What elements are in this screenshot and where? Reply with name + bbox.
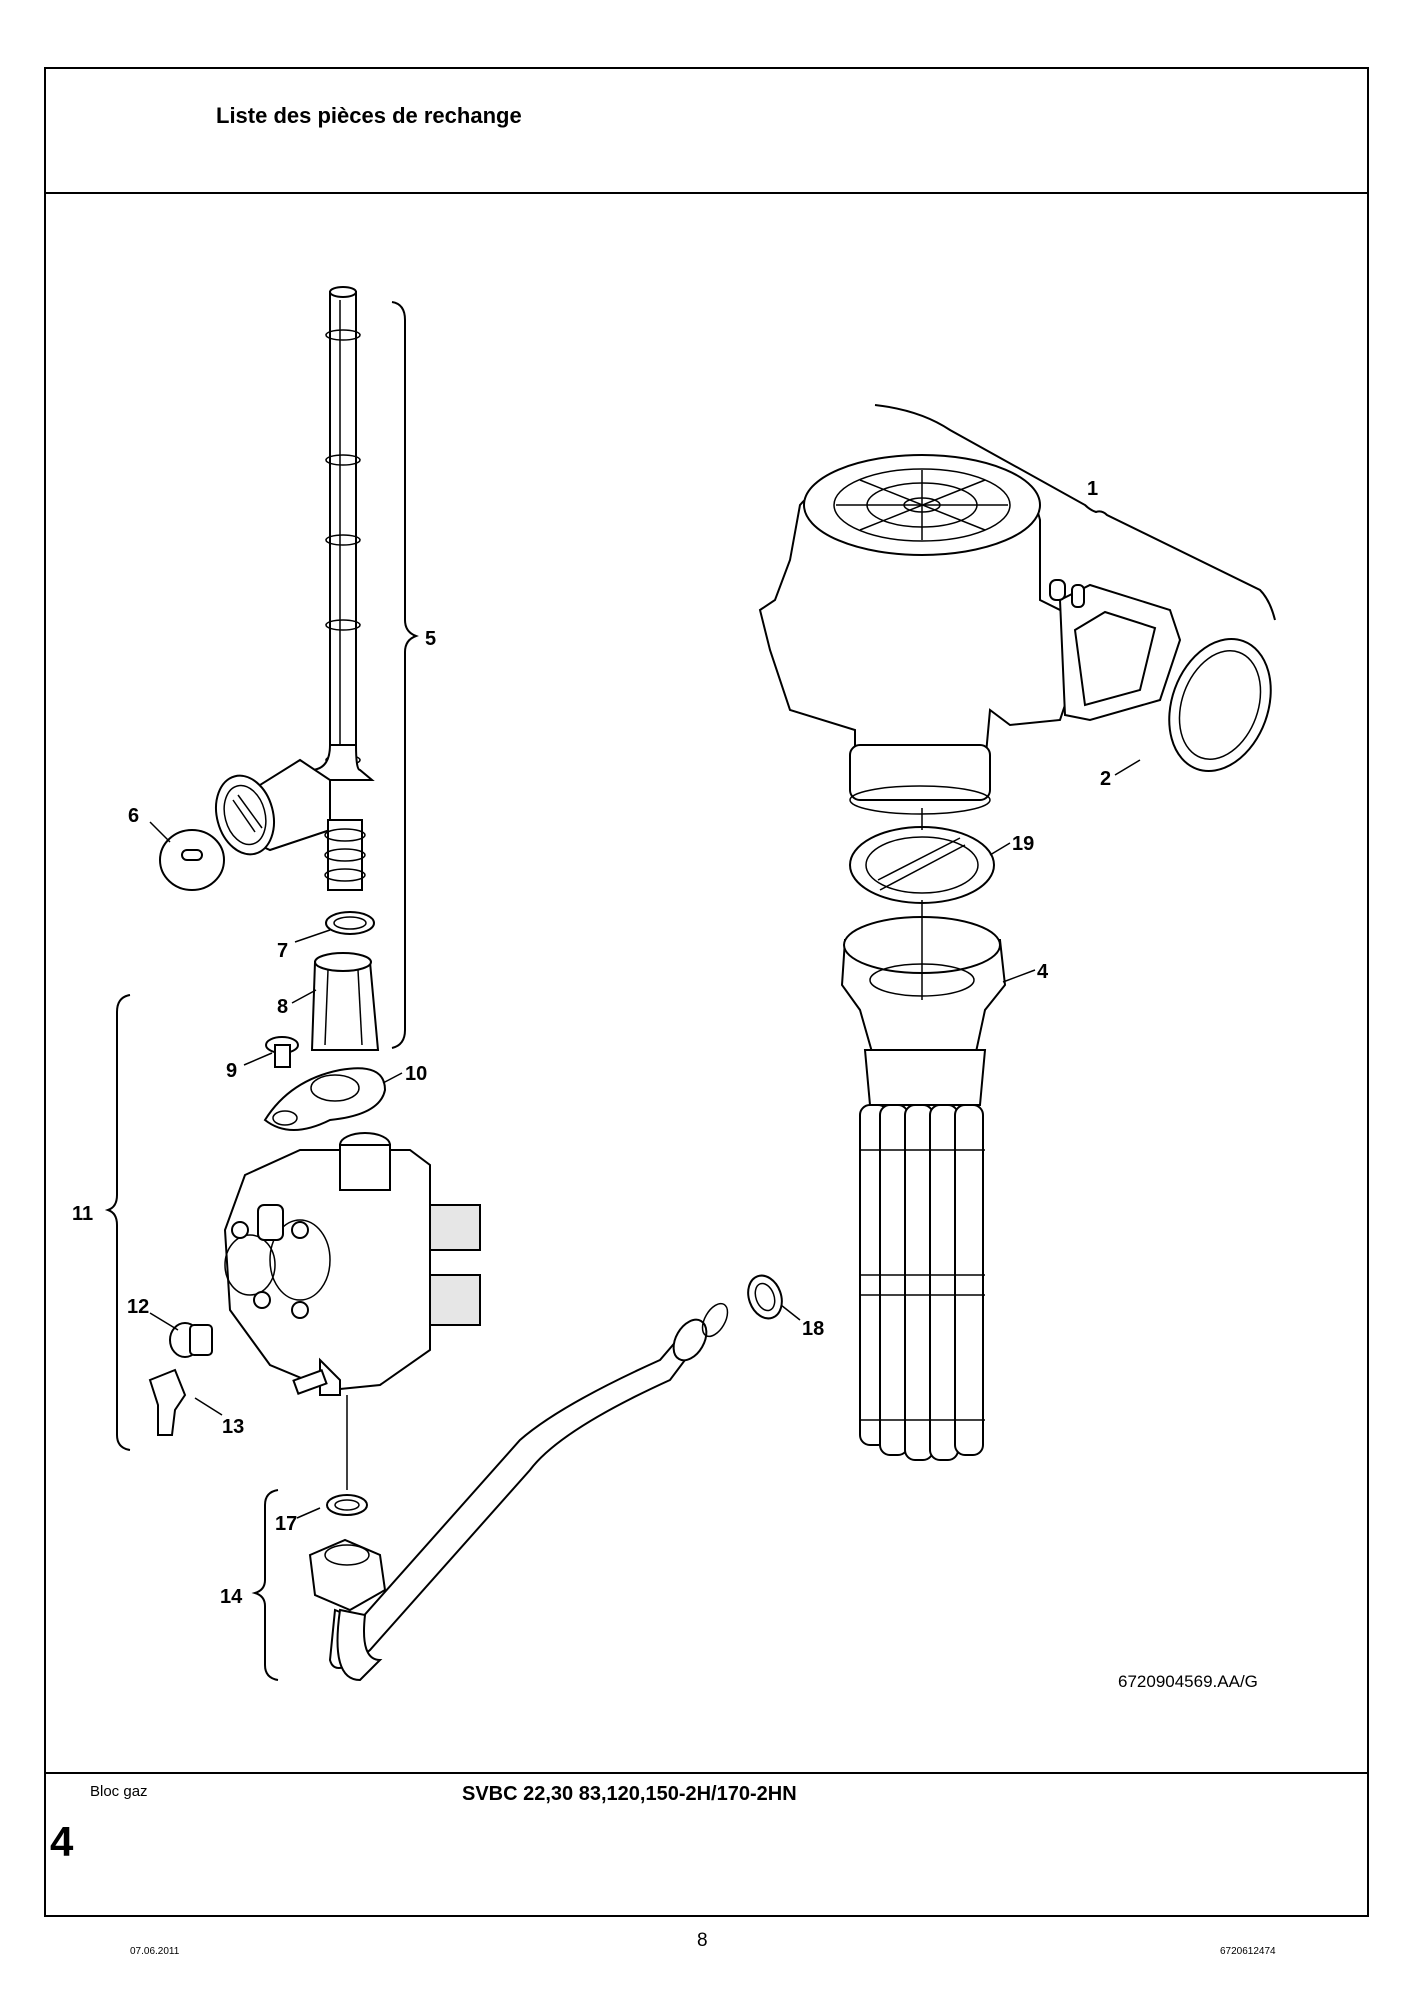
- model-designation: SVBC 22,30 83,120,150-2H/170-2HN: [462, 1783, 797, 1805]
- part-11-gas-valve: [104, 994, 481, 1451]
- callout-17: 17: [275, 1513, 297, 1535]
- part-13-clip: [148, 1368, 187, 1436]
- part-4-burner: [840, 916, 1007, 1461]
- callout-4: 4: [1037, 961, 1049, 983]
- callout-6: 6: [128, 805, 139, 827]
- part-2-ring-seal: [1168, 638, 1272, 772]
- part-9-screw: [265, 1036, 299, 1068]
- document-number: 6720612474: [1220, 1946, 1276, 1957]
- part-17-seal: [326, 1494, 368, 1516]
- callout-1: 1: [1087, 478, 1098, 500]
- callout-18: 18: [802, 1318, 824, 1340]
- callout-11: 11: [72, 1203, 93, 1225]
- header-divider: [44, 192, 1369, 194]
- callout-19: 19: [1012, 833, 1034, 855]
- part-6-cap: [159, 829, 225, 891]
- part-7-oring: [325, 911, 375, 935]
- callout-9: 9: [226, 1060, 237, 1082]
- page-number: 8: [697, 1930, 708, 1951]
- part-12-plug: [169, 1322, 213, 1358]
- callout-14: 14: [220, 1586, 243, 1608]
- section-number: 4: [50, 1818, 74, 1865]
- callout-7: 7: [277, 940, 288, 962]
- footer-divider: [44, 1772, 1369, 1774]
- part-19-gasket: [849, 826, 995, 904]
- figure-reference: 6720904569.AA/G: [1118, 1672, 1258, 1691]
- callout-5: 5: [425, 628, 436, 650]
- callout-12: 12: [127, 1296, 149, 1318]
- callout-13: 13: [222, 1416, 244, 1438]
- callout-8: 8: [277, 996, 288, 1018]
- part-1-fan: [758, 404, 1276, 815]
- callout-10: 10: [405, 1063, 427, 1085]
- section-name: Bloc gaz: [90, 1783, 148, 1800]
- page-title: Liste des pièces de rechange: [216, 103, 522, 128]
- page-frame: [44, 67, 1369, 1917]
- part-5-gas-tube: [215, 286, 419, 1049]
- part-14-gas-pipe: [251, 1302, 729, 1682]
- callout-2: 2: [1100, 768, 1111, 790]
- leader-lines: [149, 759, 1141, 1519]
- print-date: 07.06.2011: [130, 1946, 180, 1957]
- part-8-clip: [310, 952, 380, 1051]
- callout-numbers: 1 2 4 5 6 7 8 9 10 11 12 13 14 17 18 19: [72, 478, 1111, 1608]
- part-10-gasket: [263, 1067, 387, 1131]
- part-18-seal: [747, 1274, 783, 1320]
